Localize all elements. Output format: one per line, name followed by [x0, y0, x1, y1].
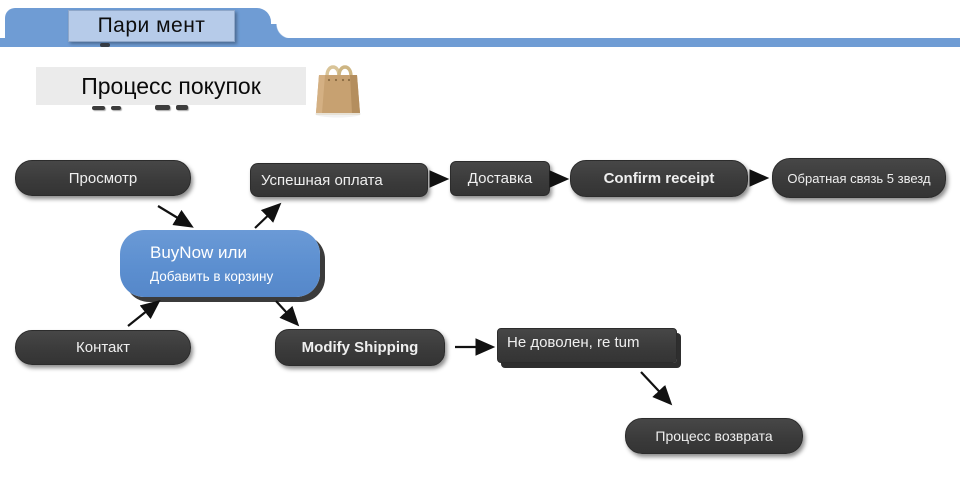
- arrow-contact-to-buynow: [127, 299, 161, 327]
- header-tab-label: Пари мент: [68, 10, 235, 42]
- buynow-line2: Добавить в корзину: [150, 269, 274, 284]
- page-title: Процесс покупок: [36, 67, 306, 105]
- flow-node-payment: Успешная оплата: [250, 163, 428, 197]
- text-artifact: [92, 106, 105, 110]
- header-tab-flare: [271, 24, 291, 41]
- text-artifact: [155, 105, 170, 110]
- flow-node-delivery: Доставка: [450, 161, 550, 196]
- arrow-buynow-to-payment: [254, 202, 282, 229]
- arrow-buynow-to-modify: [275, 300, 300, 327]
- text-artifact: [111, 106, 121, 110]
- flow-node-contact: Контакт: [15, 330, 191, 365]
- buynow-line1: BuyNow или: [150, 243, 247, 262]
- flow-node-feedback: Обратная связь 5 звезд: [772, 158, 946, 198]
- flow-node-return-process: Процесс возврата: [625, 418, 803, 454]
- shopping-bag-icon: [315, 65, 361, 118]
- arrow-unsatisfied-to-return: [640, 371, 673, 406]
- text-artifact: [176, 105, 188, 110]
- flow-node-buynow: BuyNow или Добавить в корзину: [120, 230, 320, 297]
- header-divider-bar: [0, 38, 960, 47]
- flow-node-unsatisfied: Не доволен, re tum: [497, 328, 677, 363]
- arrow-browse-to-buynow: [157, 205, 194, 228]
- flow-node-browse: Просмотр: [15, 160, 191, 196]
- text-artifact: [100, 43, 110, 47]
- flow-node-confirm-receipt: Confirm receipt: [570, 160, 748, 197]
- flow-node-modify-shipping: Modify Shipping: [275, 329, 445, 366]
